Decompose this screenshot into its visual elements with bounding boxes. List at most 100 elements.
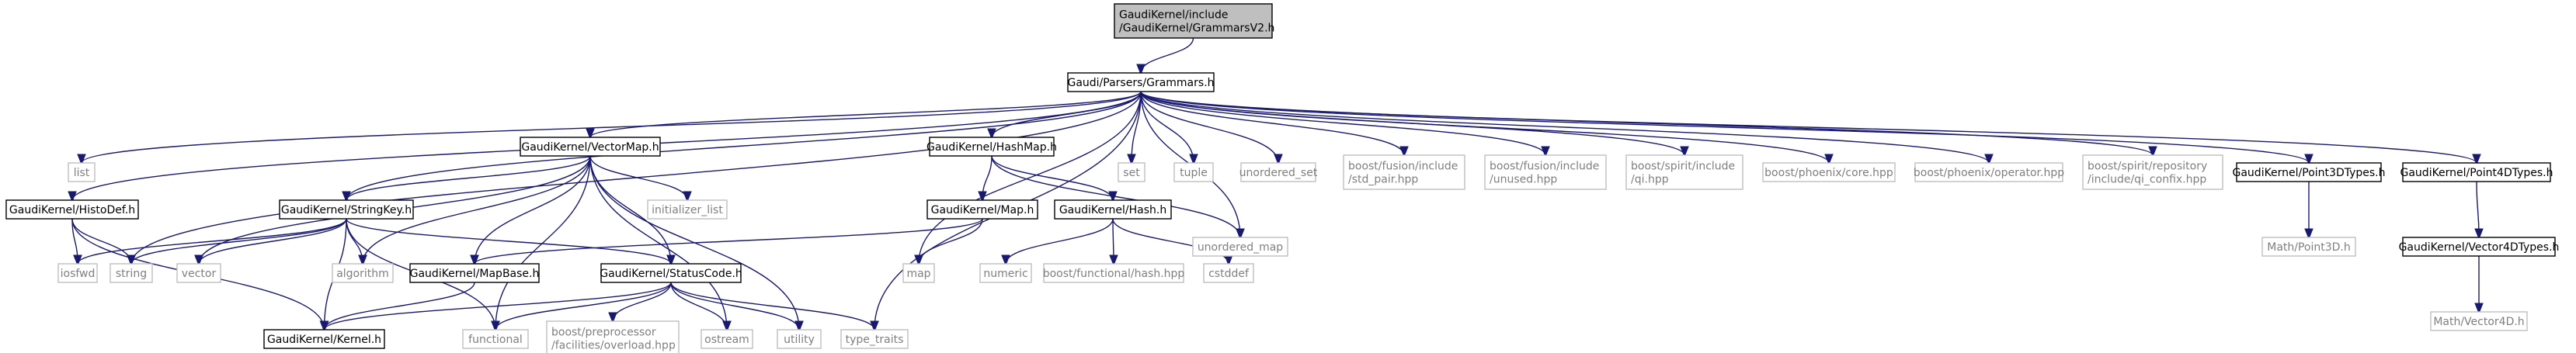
node-boost_hash: boost/functional/hash.hpp xyxy=(1043,263,1185,283)
node-mapdotH-box xyxy=(926,199,1038,220)
edge-grammars-to-map xyxy=(919,91,1142,264)
node-hashmap[interactable]: GaudiKernel/HashMap.h xyxy=(926,137,1057,157)
edge-point4d-to-vector4d xyxy=(2477,181,2479,237)
edge-vectormap-to-algorithm xyxy=(363,155,591,264)
node-math_point3d-box xyxy=(2261,237,2356,257)
node-set-box xyxy=(1118,162,1145,182)
node-string-box xyxy=(110,263,153,283)
node-list-box xyxy=(68,162,96,182)
node-phoenix_op-label-0: boost/phoenix/operator.hpp xyxy=(1914,167,2064,179)
node-root[interactable]: GaudiKernel/include/GaudiKernel/Grammars… xyxy=(1114,3,1274,39)
edge-hashmap-to-hash xyxy=(991,155,1113,200)
node-mapbase[interactable]: GaudiKernel/MapBase.h xyxy=(409,263,540,283)
node-overload-box xyxy=(546,320,680,353)
node-initializer_list-box xyxy=(647,199,728,220)
node-grammars-box xyxy=(1067,72,1215,92)
node-set-label-0: set xyxy=(1123,167,1140,179)
edge-statuscode-to-type_traits xyxy=(670,282,874,330)
node-vector4d-label-0: GaudiKernel/Vector4DTypes.h xyxy=(2399,241,2560,254)
edge-grammars-to-phoenix_op xyxy=(1140,91,1989,163)
edge-grammars-to-phoenix_core xyxy=(1140,91,1829,163)
edge-mapbase-to-kernel xyxy=(325,282,475,330)
node-map-label-0: map xyxy=(906,268,930,280)
node-qi-label-1: /qi.hpp xyxy=(1631,174,1669,186)
node-point4d-box xyxy=(2402,162,2551,182)
node-cstddef-box xyxy=(1203,263,1254,283)
node-hash[interactable]: GaudiKernel/Hash.h xyxy=(1054,199,1172,220)
edge-stringkey-to-string xyxy=(131,218,347,264)
node-math_point3d: Math/Point3D.h xyxy=(2261,237,2356,257)
edge-statuscode-to-kernel xyxy=(325,282,672,330)
node-std_pair-label-0: boost/fusion/include xyxy=(1348,161,1458,173)
node-overload: boost/preprocessor/facilities/overload.h… xyxy=(546,320,680,353)
node-hash-label-0: GaudiKernel/Hash.h xyxy=(1059,204,1166,216)
node-algorithm-label-0: algorithm xyxy=(336,268,389,280)
node-type_traits-label-0: type_traits xyxy=(846,334,904,346)
node-point3d[interactable]: GaudiKernel/Point3DTypes.h xyxy=(2233,162,2386,182)
edge-statuscode-to-overload xyxy=(613,282,672,321)
edge-hashmap-to-mapdotH xyxy=(982,155,993,200)
node-map-box xyxy=(902,263,935,283)
node-unused-box xyxy=(1484,154,1607,190)
node-unused-label-1: /unused.hpp xyxy=(1490,174,1557,186)
edge-hash-to-numeric xyxy=(1006,218,1114,264)
node-unordered_set-label-0: unordered_set xyxy=(1239,167,1318,179)
node-unordered_map-box xyxy=(1192,237,1288,257)
node-numeric-label-0: numeric xyxy=(983,268,1027,280)
node-root-box xyxy=(1114,3,1273,39)
node-vector-box xyxy=(176,263,221,283)
node-overload-label-1: /facilities/overload.hpp xyxy=(551,340,676,352)
node-root-label-1: /GaudiKernel/GrammarsV2.h xyxy=(1119,22,1274,35)
node-phoenix_op: boost/phoenix/operator.hpp xyxy=(1914,162,2064,182)
node-string: string xyxy=(110,263,153,283)
node-statuscode-label-0: GaudiKernel/StatusCode.h xyxy=(600,268,742,280)
edge-grammars-to-std_pair xyxy=(1140,91,1404,155)
node-unordered_map: unordered_map xyxy=(1192,237,1288,257)
node-mapbase-label-0: GaudiKernel/MapBase.h xyxy=(410,268,540,280)
node-mapdotH[interactable]: GaudiKernel/Map.h xyxy=(926,199,1038,220)
node-statuscode[interactable]: GaudiKernel/StatusCode.h xyxy=(600,263,742,283)
node-histodef[interactable]: GaudiKernel/HistoDef.h xyxy=(5,199,139,220)
node-map: map xyxy=(902,263,935,283)
node-type_traits-box xyxy=(840,329,909,349)
node-kernel[interactable]: GaudiKernel/Kernel.h xyxy=(263,329,385,349)
edge-grammars-to-point4d xyxy=(1140,91,2477,163)
node-stringkey-label-0: GaudiKernel/StringKey.h xyxy=(281,204,412,216)
node-vector4d[interactable]: GaudiKernel/Vector4DTypes.h xyxy=(2399,237,2560,257)
node-boost_hash-label-0: boost/functional/hash.hpp xyxy=(1043,268,1185,280)
node-unused: boost/fusion/include/unused.hpp xyxy=(1484,154,1607,190)
node-stringkey[interactable]: GaudiKernel/StringKey.h xyxy=(279,199,414,220)
edge-stringkey-to-statuscode xyxy=(346,218,671,264)
node-initializer_list-label-0: initializer_list xyxy=(652,204,723,216)
edge-stringkey-to-algorithm xyxy=(346,218,363,264)
node-unordered_set: unordered_set xyxy=(1239,162,1318,182)
node-iosfwd: iosfwd xyxy=(57,263,98,283)
node-qi-label-0: boost/spirit/include xyxy=(1631,161,1735,173)
node-utility: utility xyxy=(777,329,822,349)
node-hash-box xyxy=(1054,199,1172,220)
node-overload-label-0: boost/preprocessor xyxy=(551,327,656,339)
node-set: set xyxy=(1118,162,1145,182)
node-phoenix_core-box xyxy=(1762,162,1896,182)
node-qi_confix: boost/spirit/repository/include/qi_confi… xyxy=(2082,154,2223,190)
node-statuscode-box xyxy=(600,263,742,283)
node-root-label-0: GaudiKernel/include xyxy=(1119,9,1229,22)
node-point4d-label-0: GaudiKernel/Point4DTypes.h xyxy=(2400,167,2553,179)
node-utility-label-0: utility xyxy=(784,334,815,346)
node-std_pair: boost/fusion/include/std_pair.hpp xyxy=(1343,154,1465,190)
edge-vectormap-to-functional xyxy=(495,155,591,330)
node-stringkey-box xyxy=(279,199,414,220)
node-qi_confix-box xyxy=(2082,154,2223,190)
edge-stringkey-to-vector xyxy=(199,218,347,264)
node-point4d[interactable]: GaudiKernel/Point4DTypes.h xyxy=(2400,162,2553,182)
node-numeric: numeric xyxy=(979,263,1032,283)
node-numeric-box xyxy=(979,263,1032,283)
node-iosfwd-box xyxy=(57,263,98,283)
edge-grammars-to-hashmap xyxy=(992,91,1142,137)
node-list: list xyxy=(68,162,96,182)
node-grammars-label-0: Gaudi/Parsers/Grammars.h xyxy=(1067,77,1214,89)
node-grammars[interactable]: Gaudi/Parsers/Grammars.h xyxy=(1067,72,1215,92)
node-vector: vector xyxy=(176,263,221,283)
node-vectormap[interactable]: GaudiKernel/VectorMap.h xyxy=(520,137,661,157)
